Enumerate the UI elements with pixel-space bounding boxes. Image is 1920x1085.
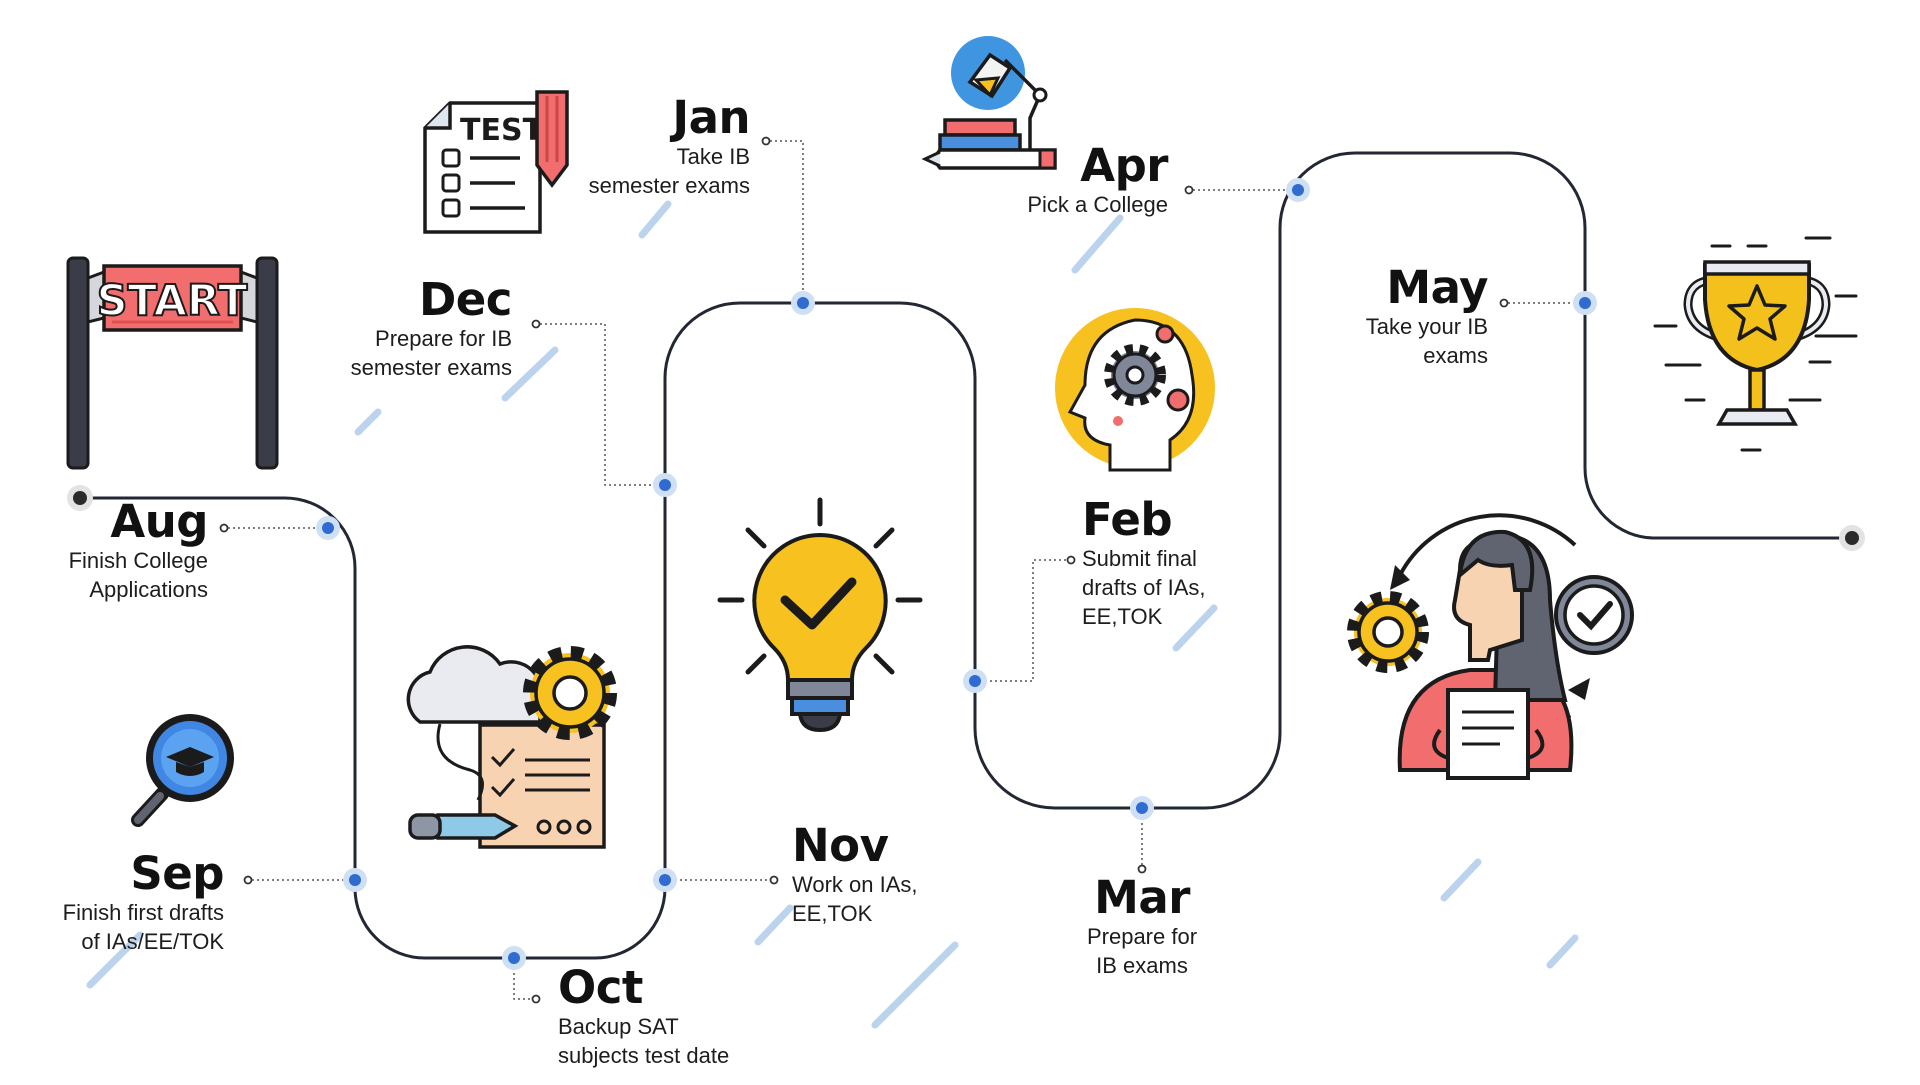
milestone-description: Prepare for — [1086, 924, 1198, 949]
milestone-jan: Jan Take IB semester exams — [588, 91, 751, 200]
milestone-description: IB exams — [1096, 953, 1188, 978]
node-oct — [502, 946, 526, 970]
path-start-dot — [67, 485, 93, 511]
milestone-description: Work on IAs, — [792, 872, 918, 897]
milestone-dec: Dec Prepare for IB semester exams — [350, 273, 513, 382]
search-graduation-icon — [131, 714, 234, 827]
milestone-description: of IAs/EE/TOK — [81, 929, 224, 954]
planning-gear-cloud-icon — [406, 645, 617, 849]
milestone-description: Applications — [89, 577, 208, 602]
milestone-description: Finish first drafts — [62, 900, 224, 925]
month-label: Apr — [1080, 139, 1168, 192]
month-label: Sep — [130, 847, 224, 900]
test-sheet-icon: TEST — [423, 90, 569, 234]
month-label: Oct — [558, 961, 643, 1014]
milestone-description: Take your IB — [1365, 314, 1488, 339]
node-nov — [653, 868, 677, 892]
node-aug — [316, 516, 340, 540]
milestone-mar: Mar Prepare for IB exams — [1032, 874, 1252, 980]
milestone-aug: Aug Finish College Applications — [68, 495, 209, 604]
milestone-description: drafts of IAs, — [1082, 575, 1206, 600]
month-label: Feb — [1082, 493, 1173, 546]
milestone-oct: Oct Backup SAT subjects test date — [558, 964, 729, 1070]
node-dec — [653, 473, 677, 497]
leader-endpoints — [219, 136, 1509, 1004]
month-label: Jan — [672, 91, 750, 144]
node-apr — [1286, 178, 1310, 202]
test-label: TEST — [460, 113, 544, 148]
milestone-nov: Nov Work on IAs, EE,TOK — [792, 822, 918, 928]
milestone-description: exams — [1423, 343, 1488, 368]
month-label: Aug — [110, 495, 208, 548]
milestone-description: semester exams — [350, 355, 512, 380]
milestone-description: Finish College — [68, 548, 208, 573]
node-feb — [963, 669, 987, 693]
books-lamp-icon — [921, 36, 1057, 170]
month-label: Nov — [792, 819, 889, 872]
start-banner-icon: START — [66, 256, 279, 470]
node-mar — [1130, 796, 1154, 820]
milestone-may: May Take your IB exams — [1365, 261, 1489, 370]
milestone-description: EE,TOK — [1082, 604, 1163, 629]
month-label: Dec — [418, 273, 513, 326]
head-gears-icon — [1055, 308, 1215, 472]
milestone-description: Backup SAT — [558, 1014, 679, 1039]
node-may — [1573, 291, 1597, 315]
milestone-description: semester exams — [588, 173, 750, 198]
month-label: May — [1386, 261, 1488, 314]
person-gears-check-icon — [1347, 513, 1634, 780]
milestone-description: Prepare for IB — [375, 326, 512, 351]
milestone-description: subjects test date — [558, 1043, 730, 1068]
timeline-path — [80, 151, 1855, 960]
milestone-feb: Feb Submit final drafts of IAs, EE,TOK — [1082, 496, 1206, 631]
milestone-description: Pick a College — [1027, 192, 1168, 217]
node-jan — [791, 291, 815, 315]
path-end-dot — [1839, 525, 1865, 551]
milestone-sep: Sep Finish first drafts of IAs/EE/TOK — [62, 847, 225, 956]
milestone-description: Take IB — [676, 144, 750, 169]
timeline-nodes — [316, 178, 1597, 970]
milestone-description: EE,TOK — [792, 901, 873, 926]
milestone-apr: Apr Pick a College — [1027, 142, 1168, 219]
lightbulb-check-icon — [717, 497, 923, 733]
node-sep — [343, 868, 367, 892]
decorative-strokes — [86, 200, 1579, 1029]
leader-lines — [228, 140, 1585, 1000]
trophy-star-icon — [1653, 236, 1858, 452]
milestone-description: Submit final — [1082, 546, 1197, 571]
month-label: Mar — [1094, 871, 1190, 924]
start-label: START — [97, 276, 248, 326]
